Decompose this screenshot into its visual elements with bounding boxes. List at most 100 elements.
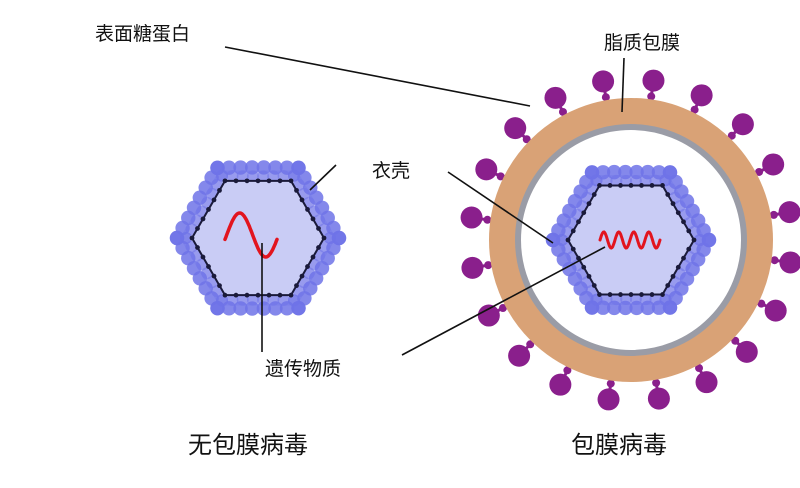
capsid-edge-dot [607, 292, 613, 297]
capsid-edge-dot [570, 228, 576, 234]
spike-base [484, 261, 493, 270]
spike-base [483, 215, 492, 224]
capsid-edge-dot [189, 235, 195, 241]
enveloped-genome [598, 230, 662, 250]
spike-head [477, 304, 500, 327]
spike-base [496, 172, 505, 181]
label-lipid-envelope: 脂质包膜 [604, 32, 681, 54]
capsid-edge-dot [675, 210, 681, 216]
capsid-bead [246, 170, 259, 183]
capsid-edge-dot [206, 207, 211, 212]
capsid-edge-dot [639, 292, 644, 297]
non-enveloped-genome [223, 211, 279, 259]
capsid-edge-dot [665, 192, 671, 197]
capsid-edge-dot [294, 187, 299, 193]
capsid-edge-dot [649, 292, 655, 297]
capsid-edge-dot [217, 283, 222, 289]
leader-genetic-material-right [401, 246, 606, 356]
capsid-edge-dot [649, 183, 655, 188]
capsid-edge-dot [305, 207, 310, 212]
capsid-edge-dot [255, 292, 261, 298]
spike-base [606, 379, 615, 388]
spike-head [731, 113, 754, 136]
label-capsid: 衣壳 [372, 160, 411, 182]
capsid-bead [257, 293, 270, 306]
capsid-edge-dot [195, 245, 200, 250]
capsid-edge-dot [294, 283, 299, 289]
spike-base [498, 304, 507, 313]
capsid-bead [244, 301, 260, 316]
leader-capsid-non-enveloped [309, 164, 337, 191]
capsid-bead [629, 300, 644, 316]
capsid-bead [331, 230, 347, 246]
capsid-bead [701, 232, 717, 248]
capsid-edge-dot [681, 255, 686, 261]
capsid-edge-dot [310, 254, 316, 260]
capsid-edge-dot [675, 264, 681, 270]
spike-base [522, 135, 531, 144]
capsid-edge-dot [618, 292, 623, 297]
capsid-edge-dot [686, 246, 692, 252]
spike-head [647, 387, 670, 410]
spike-head [690, 84, 713, 107]
capsid-bead [256, 301, 272, 316]
capsid-edge-dot [670, 201, 676, 207]
capsid-edge-dot [681, 219, 686, 225]
capsid-edge-dot [277, 178, 283, 184]
capsid-edge-dot [222, 178, 228, 184]
capsid-edge-dot [597, 183, 602, 188]
spike-head [778, 201, 800, 224]
capsid-edge-dot [691, 237, 697, 243]
spike-base [695, 364, 704, 373]
capsid-edge-dot [266, 292, 272, 298]
capsid-edge-dot [565, 237, 571, 243]
capsid-edge-dot [581, 210, 587, 216]
capsid-edge-dot [233, 178, 239, 184]
capsid-bead [618, 300, 633, 316]
spike-base [770, 256, 779, 265]
capsid-edge-dot [195, 226, 200, 231]
capsid-edge-dot [233, 292, 239, 298]
spike-head [592, 70, 615, 93]
capsid-edge-dot [255, 178, 261, 184]
capsid-edge-dot [597, 292, 602, 297]
capsid-edge-dot [660, 292, 665, 297]
capsid-edge-dot [277, 292, 283, 298]
spike-head [597, 388, 620, 411]
capsid-edge-dot [665, 283, 671, 288]
spike-base [690, 105, 699, 114]
capsid-edge-dot [586, 273, 592, 279]
spike-base [652, 378, 661, 387]
capsid-edge-dot [639, 183, 644, 188]
capsid-edge-dot [316, 226, 321, 231]
capsid-bead [618, 164, 633, 180]
spike-head [460, 206, 483, 229]
non-enveloped-capsid [169, 160, 347, 316]
capsid-edge-dot [628, 292, 634, 297]
spike-head [642, 69, 665, 92]
capsid-edge-dot [607, 183, 613, 188]
capsid-edge-dot [200, 254, 206, 260]
capsid-bead [257, 170, 270, 183]
capsid-bead [629, 164, 644, 180]
capsid-edge-dot [211, 197, 217, 203]
capsid-edge-dot [628, 183, 634, 188]
label-genetic-material: 遗传物质 [265, 358, 342, 380]
spike-base [601, 93, 610, 102]
spike-head [461, 256, 484, 279]
enveloped-capsid-beads [545, 164, 717, 316]
capsid-edge-dot [305, 264, 310, 269]
capsid-bead [256, 160, 272, 175]
capsid-edge-dot [206, 264, 211, 269]
capsid-edge-dot [299, 197, 305, 203]
spike-head [475, 158, 498, 181]
label-enveloped-virus: 包膜病毒 [571, 431, 667, 459]
capsid-edge-dot [570, 246, 576, 252]
capsid-edge-dot [591, 192, 597, 197]
label-non-enveloped-virus: 无包膜病毒 [188, 431, 308, 459]
capsid-edge-dot [299, 273, 305, 279]
capsid-edge-dot [576, 255, 581, 261]
spike-base [558, 107, 567, 116]
capsid-edge-dot [586, 201, 592, 207]
spike-head [735, 340, 758, 363]
